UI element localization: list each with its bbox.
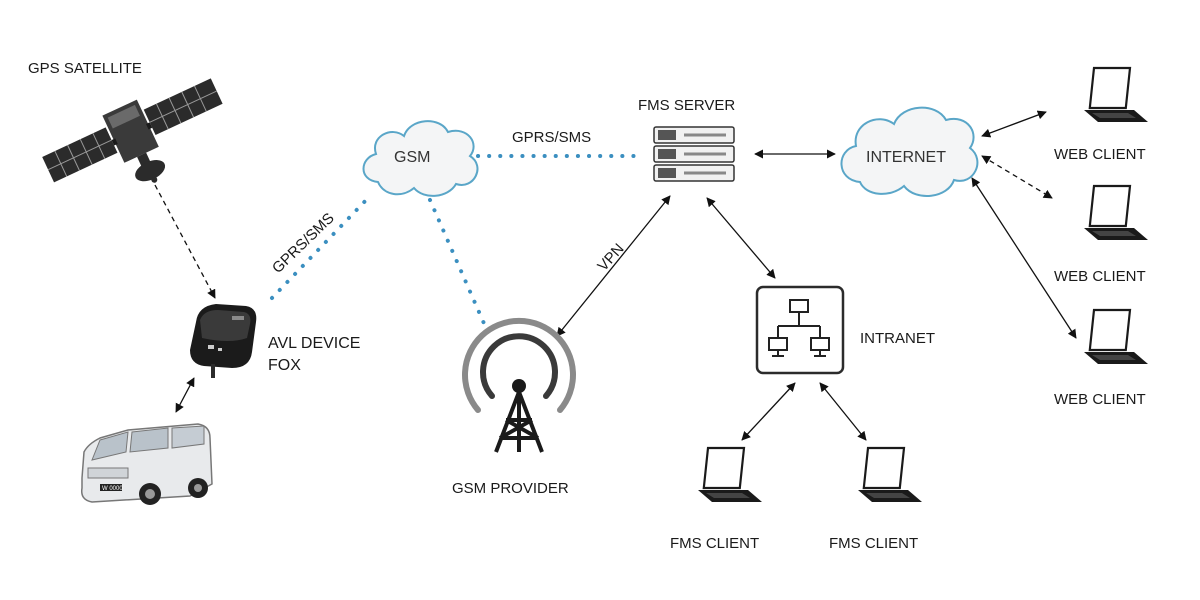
intranet-client2-arrow [819, 382, 867, 441]
gsm-cloud-icon [362, 120, 479, 197]
van-icon: W 0000 [80, 423, 213, 505]
avl-device-label: AVL DEVICE [268, 335, 360, 352]
fms-server-label: FMS SERVER [638, 97, 735, 114]
device-van-arrow [175, 377, 195, 413]
web-client-2-laptop-icon [1082, 184, 1150, 242]
internet-web1-arrow [981, 110, 1047, 138]
internet-web3-arrow [971, 177, 1077, 339]
satellite-icon [42, 78, 223, 183]
internet-cloud-icon [840, 106, 979, 198]
cell-tower-icon [462, 317, 576, 453]
vpn-arrow [556, 195, 671, 337]
gps-signal-arrow [154, 184, 216, 299]
vpn-label: VPN [594, 240, 627, 274]
intranet-client1-arrow [741, 382, 796, 441]
internet-cloud-label: INTERNET [866, 149, 946, 166]
fms-client-1-laptop-icon [696, 446, 764, 504]
server-intranet-arrow [706, 197, 776, 279]
avl-device-model-label: FOX [268, 357, 301, 374]
gprs-link-device-gsm [270, 194, 372, 300]
server-rack-icon [653, 126, 735, 182]
web-client-2-label: WEB CLIENT [1054, 268, 1146, 285]
van-plate: W 0000 [102, 486, 123, 492]
gps-device-icon [190, 304, 257, 378]
web-client-3-laptop-icon [1082, 308, 1150, 366]
gprs-sms-top-label: GPRS/SMS [512, 129, 591, 146]
intranet-network-icon [755, 285, 845, 375]
gsm-provider-label: GSM PROVIDER [452, 480, 569, 497]
web-client-1-label: WEB CLIENT [1054, 146, 1146, 163]
gps-satellite-label: GPS SATELLITE [28, 60, 142, 77]
web-client-1-laptop-icon [1082, 66, 1150, 124]
fms-client-1-label: FMS CLIENT [670, 535, 759, 552]
internet-web2-arrow [981, 155, 1053, 199]
web-client-3-label: WEB CLIENT [1054, 391, 1146, 408]
fms-client-2-label: FMS CLIENT [829, 535, 918, 552]
intranet-label: INTRANET [860, 330, 935, 347]
gsm-link-provider [428, 198, 488, 330]
fms-client-2-laptop-icon [856, 446, 924, 504]
gsm-cloud-label: GSM [394, 149, 430, 166]
